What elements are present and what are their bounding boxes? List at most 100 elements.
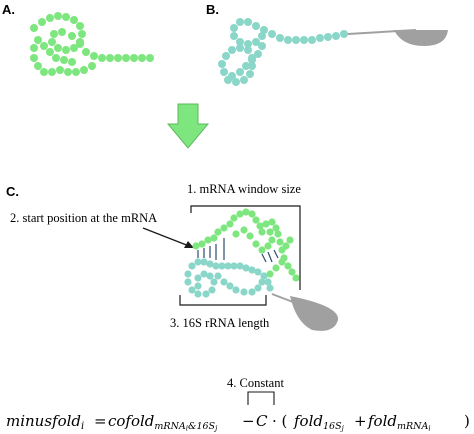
equation-fold-mrna: foldmRNAi	[367, 412, 431, 433]
bead	[258, 278, 266, 286]
bead	[236, 68, 244, 76]
bead	[218, 60, 226, 68]
minusfold-equation: minusfoldi = cofoldmRNAi&16Sj − C · ( fo…	[6, 412, 470, 433]
bead	[30, 24, 38, 32]
bead	[30, 54, 38, 62]
equation-cofold: cofoldmRNAi&16Sj	[108, 412, 218, 433]
bead	[114, 54, 122, 62]
bead	[284, 262, 292, 270]
rrna-strand-b	[218, 18, 348, 86]
bead	[226, 282, 234, 290]
bead	[214, 272, 222, 280]
bead	[266, 270, 274, 278]
bead	[236, 262, 244, 270]
bead	[214, 228, 222, 236]
bead	[248, 288, 256, 296]
bead	[252, 38, 260, 46]
bead	[188, 286, 196, 294]
down-arrow-icon	[166, 103, 210, 149]
bead	[324, 33, 332, 41]
bead	[288, 268, 296, 276]
rrna-length-label: 3. 16S rRNA length	[170, 316, 270, 330]
bead	[228, 46, 236, 54]
bead	[316, 34, 324, 42]
bead	[258, 246, 266, 254]
bead	[50, 30, 58, 38]
bead	[52, 54, 60, 62]
bead	[62, 46, 70, 54]
bead	[268, 30, 276, 38]
bead	[230, 262, 238, 270]
svg-text:+: +	[354, 412, 367, 430]
bead	[258, 228, 266, 236]
bead	[264, 242, 272, 250]
bead	[70, 16, 78, 24]
bead	[210, 278, 218, 286]
bead	[218, 262, 226, 270]
ribosome-icon	[394, 30, 448, 46]
bead	[340, 30, 348, 38]
bead	[278, 258, 286, 266]
bead	[254, 284, 262, 292]
bead	[56, 66, 64, 74]
equation-lhs: minusfoldi	[6, 412, 84, 432]
bead	[46, 14, 54, 22]
bead	[220, 224, 228, 232]
ribosome-b	[347, 29, 448, 46]
bead	[200, 258, 208, 266]
bead	[276, 238, 284, 246]
bead	[202, 290, 210, 298]
bead	[272, 224, 280, 232]
bead	[284, 36, 292, 44]
panel-b-label: B.	[206, 2, 219, 17]
bead	[292, 36, 300, 44]
bead	[212, 262, 220, 270]
bead	[236, 210, 244, 218]
bead	[242, 264, 250, 272]
bead	[68, 58, 76, 66]
window-size-label: 1. mRNA window size	[187, 182, 301, 196]
bead	[208, 286, 216, 294]
bead	[46, 48, 54, 56]
bead	[200, 270, 208, 278]
bead	[262, 220, 270, 228]
bead	[194, 274, 202, 282]
ribosome-icon	[290, 296, 339, 331]
bead	[106, 54, 114, 62]
mrna-strand-c	[192, 208, 300, 282]
bead	[268, 236, 276, 244]
bead	[248, 210, 256, 218]
bead	[292, 274, 300, 282]
bead	[206, 260, 214, 268]
base-pairing	[197, 238, 279, 263]
bead	[58, 28, 66, 36]
bead	[236, 18, 244, 26]
bead	[48, 68, 56, 76]
bead	[38, 18, 46, 26]
bead	[76, 22, 84, 30]
bead	[236, 38, 244, 46]
bead	[204, 236, 212, 244]
bead	[60, 56, 68, 64]
bead	[138, 54, 146, 62]
pairing-tick	[273, 249, 279, 259]
bead	[30, 44, 38, 52]
bead	[254, 268, 262, 276]
bead	[220, 68, 228, 76]
panel-c-label: C.	[6, 184, 19, 199]
bead	[230, 24, 238, 32]
bead	[240, 76, 248, 84]
panel-a-label: A.	[2, 2, 15, 17]
constant-label: 4. Constant	[227, 376, 284, 390]
bead	[76, 40, 84, 48]
bead	[248, 266, 256, 274]
bead	[206, 272, 214, 280]
bead	[222, 52, 230, 60]
bead	[48, 38, 56, 46]
bead	[332, 32, 340, 40]
bead	[268, 218, 276, 226]
svg-text:−: −	[242, 412, 255, 430]
bead	[240, 226, 248, 234]
bead	[244, 18, 252, 26]
